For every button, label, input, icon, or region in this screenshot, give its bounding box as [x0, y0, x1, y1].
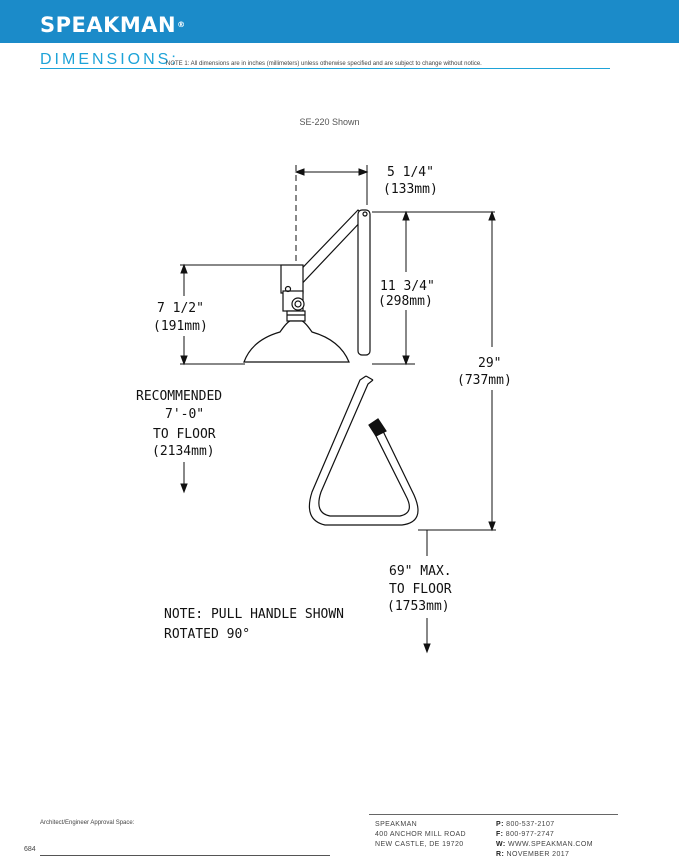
company-name: SPEAKMAN: [375, 821, 418, 828]
header-bar: SPEAKMAN®: [0, 0, 679, 43]
company-contact: P: 800-537-2107 F: 800-977-2747 W: WWW.S…: [496, 820, 593, 860]
company-address: SPEAKMAN 400 ANCHOR MILL ROAD NEW CASTLE…: [375, 820, 466, 850]
page-number: 684: [24, 846, 36, 853]
phone-row: P: 800-537-2107: [496, 821, 555, 828]
address-line1: 400 ANCHOR MILL ROAD: [375, 831, 466, 838]
dimensions-title: DIMENSIONS:: [40, 51, 179, 68]
drawing-caption-wrap: SE-220 Shown: [0, 117, 679, 127]
fax-value: 800-977-2747: [505, 831, 555, 838]
recommended-line2: 7'-0": [165, 407, 204, 422]
recommended-line3: TO FLOOR: [153, 427, 216, 442]
dimensions-divider: [40, 68, 610, 69]
dim-total-in: 29": [478, 356, 501, 371]
note-line2: ROTATED 90°: [164, 627, 250, 642]
shower-assembly: [243, 209, 419, 526]
phone-value: 800-537-2107: [506, 821, 555, 828]
drawing-caption: SE-220 Shown: [299, 117, 360, 127]
revision-row: R: NOVEMBER 2017: [496, 851, 570, 858]
dimension-lines: [180, 165, 496, 654]
dimensions-note: NOTE 1: All dimensions are in inches (mi…: [166, 61, 482, 67]
recommended-line4: (2134mm): [152, 444, 215, 459]
approval-signature-line: [40, 855, 330, 856]
dim-top-mm: (133mm): [383, 182, 438, 197]
dim-total-mm: (737mm): [457, 373, 512, 388]
dim-arm-mm: (298mm): [378, 294, 433, 309]
address-line2: NEW CASTLE, DE 19720: [375, 841, 464, 848]
fax-row: F: 800-977-2747: [496, 831, 555, 838]
revision-value: NOVEMBER 2017: [506, 851, 570, 858]
speakman-logo: SPEAKMAN®: [40, 13, 186, 37]
note-line1: NOTE: PULL HANDLE SHOWN: [164, 607, 344, 622]
dim-head-in: 7 1/2": [157, 301, 204, 316]
web-row[interactable]: W: WWW.SPEAKMAN.COM: [496, 841, 593, 848]
dim-top-in: 5 1/4": [387, 165, 434, 180]
dim-head-mm: (191mm): [153, 319, 208, 334]
recommended-line1: RECOMMENDED: [136, 389, 222, 404]
website-link[interactable]: WWW.SPEAKMAN.COM: [507, 841, 593, 848]
approval-label: Architect/Engineer Approval Space:: [40, 820, 135, 826]
dim-arm-in: 11 3/4": [380, 279, 435, 294]
max-line3: (1753mm): [387, 599, 450, 614]
footer-divider: [369, 814, 618, 815]
max-line1: 69" MAX.: [389, 564, 452, 579]
max-line2: TO FLOOR: [389, 582, 452, 597]
